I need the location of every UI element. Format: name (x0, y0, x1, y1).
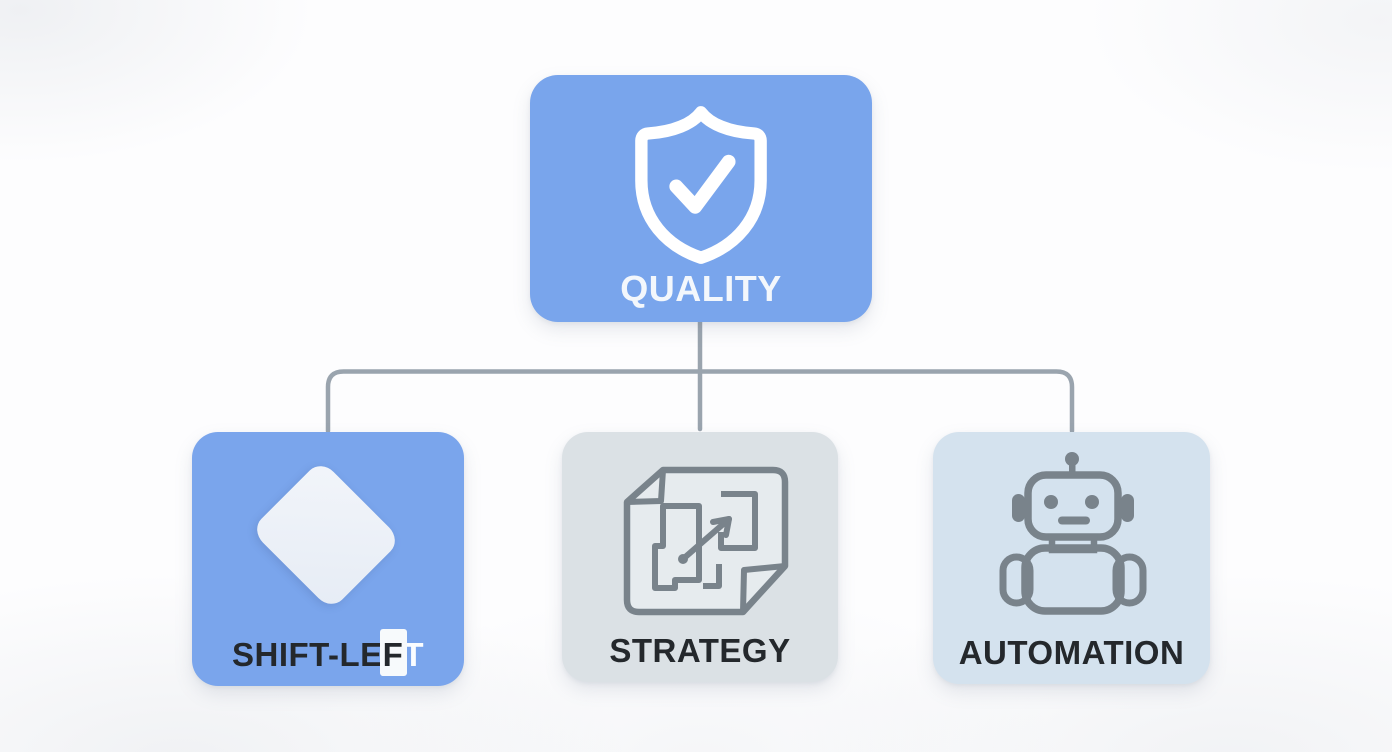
label-part-dark: SHIFT-LE (231, 636, 383, 673)
diamond-icon (250, 459, 402, 611)
node-strategy-label: STRATEGY (609, 632, 791, 669)
node-strategy: STRATEGY (562, 432, 838, 682)
node-automation-label: AUTOMATION (958, 634, 1185, 671)
shield-check-icon (635, 106, 767, 264)
label-part-light: T (403, 636, 424, 673)
label-part-patch: F (379, 629, 407, 676)
node-quality: QUALITY (530, 75, 872, 322)
node-shift-left: SHIFT-LEFT (192, 432, 464, 686)
node-quality-label: QUALITY (620, 268, 782, 309)
blueprint-document-icon (623, 466, 789, 616)
robot-icon (999, 452, 1147, 615)
node-automation: AUTOMATION (933, 432, 1210, 684)
node-shift-left-label: SHIFT-LEFT (192, 629, 464, 676)
